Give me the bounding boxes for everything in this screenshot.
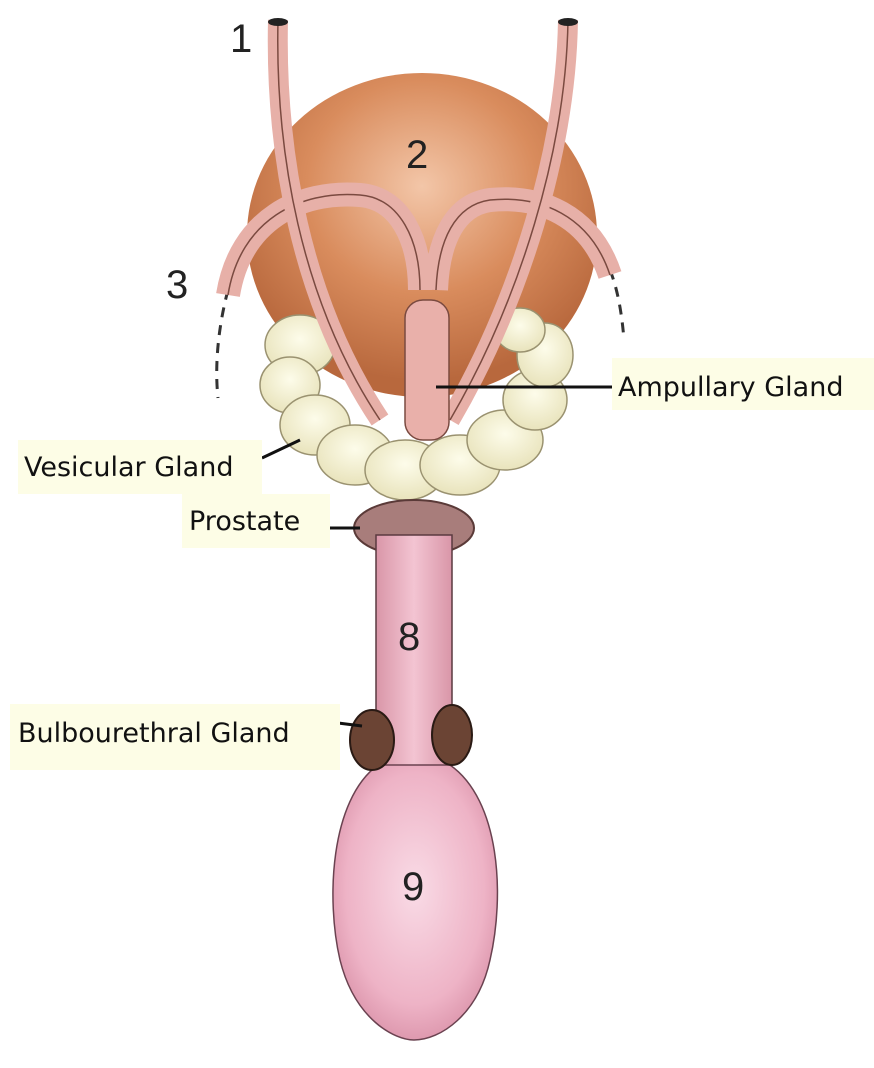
ureter-right-dashed: [608, 269, 626, 341]
ureter-left-outline: [227, 193, 421, 296]
bulbourethral-gland-label: Bulbourethral Gland: [18, 718, 290, 749]
ampulla: [404, 299, 450, 441]
vesicular-gland-leader: [261, 438, 301, 460]
ductus-deferens-right-outline: [449, 19, 569, 421]
vesicular-gland-label: Vesicular Gland: [24, 452, 233, 483]
prostate-label-box: [182, 494, 330, 548]
ductus-deferens-left-outline: [277, 19, 381, 421]
ureter-right-outline: [435, 198, 611, 291]
duct-opening-left: [268, 18, 288, 26]
vesicular-gland-label-box: [18, 440, 262, 494]
number-1: 1: [230, 17, 252, 61]
bulbourethral-gland-label-box: [10, 704, 340, 770]
prostate-label: Prostate: [189, 506, 300, 537]
number-8: 8: [398, 615, 420, 659]
bulbourethral-gland-left: [349, 709, 395, 771]
number-3: 3: [166, 263, 188, 307]
number-2: 2: [406, 133, 428, 177]
ureter-left-dashed: [215, 289, 230, 399]
ampullary-gland-label: Ampullary Gland: [618, 372, 843, 403]
number-9: 9: [402, 865, 424, 909]
ampullary-gland-label-box: [612, 358, 874, 410]
duct-opening-right: [558, 18, 578, 26]
bulbourethral-gland-right: [431, 704, 473, 766]
bulb-of-penis: [332, 764, 499, 1041]
